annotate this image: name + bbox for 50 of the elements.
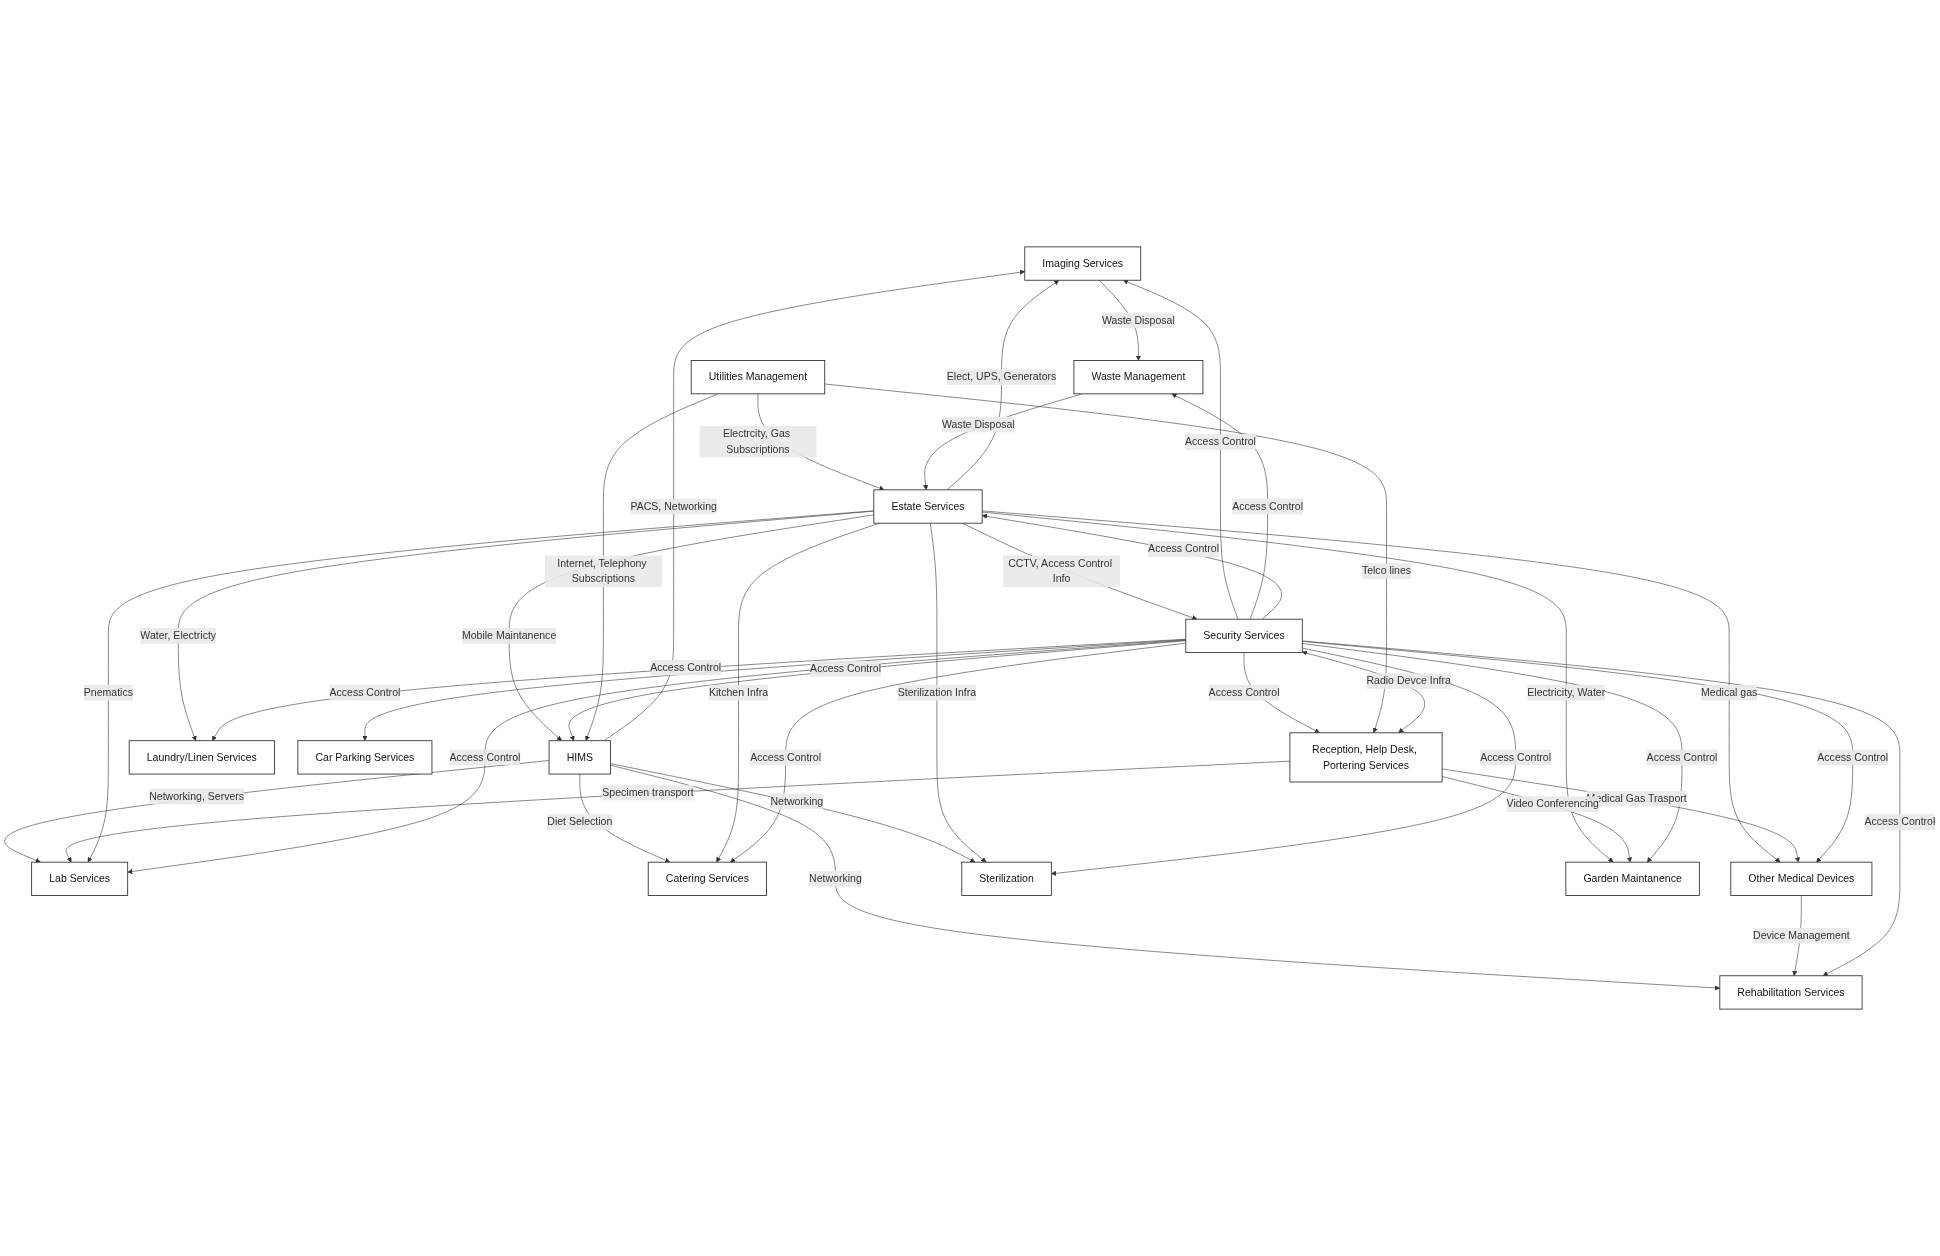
edge-label: Access Control [1646, 751, 1718, 763]
edge-label: Elect, UPS, Generators [946, 370, 1057, 383]
edge-label: Sterilization Infra [897, 686, 977, 699]
node-box: Car Parking Services [297, 740, 433, 775]
edge-label: Access Control [1148, 543, 1219, 555]
node-box: Utilities Management [690, 360, 826, 395]
node-box: Reception, Help Desk, Portering Services [1289, 732, 1443, 783]
edge-label: Waste Disposal [941, 418, 1015, 431]
edge-label: Radio Devce Infra [1366, 674, 1451, 687]
edge-label: Pnematics [83, 686, 133, 699]
edge-label: CCTV, Access Control Info [1008, 557, 1112, 585]
node-box: Estate Services [873, 489, 983, 524]
node-box: Security Services [1185, 618, 1303, 654]
node-box: Laundry/Linen Services [128, 740, 275, 775]
edge-label: Access Control [810, 662, 881, 675]
edge-label: Networking, Servers [149, 790, 245, 803]
edge-label: Waste Disposal [1101, 314, 1175, 326]
edge-label: Access Control [1208, 686, 1280, 699]
edge-label: PACS, Networking [630, 500, 717, 513]
edge-label: Internet, Telephony Subscriptions [557, 557, 647, 585]
edge-label: Access Control [329, 686, 401, 699]
node-box: HIMS [548, 740, 611, 775]
edge-label: Device Management [1753, 929, 1850, 942]
edge-label: Access Control [1185, 435, 1256, 448]
node-box: Other Medical Devices [1730, 861, 1873, 896]
node-box: Sterilization [961, 861, 1052, 896]
node-box: Imaging Services [1024, 246, 1142, 281]
node-box: Catering Services [647, 861, 767, 896]
node-box: Waste Management [1073, 360, 1204, 395]
node-box: Lab Services [31, 861, 129, 896]
edge-label: Water, Electricty [140, 629, 217, 642]
edge-label: Access Control [750, 751, 822, 763]
node-box: Rehabilitation Services [1719, 975, 1863, 1010]
edge-label: Telco lines [1361, 565, 1412, 577]
edge-label: Access Control [1864, 815, 1936, 828]
edge-label: Access Control [1817, 751, 1889, 763]
edge-label: Electricity, Water [1527, 686, 1606, 699]
edge-label: Medical gas [1701, 686, 1758, 699]
edge-label: Access Control [1232, 500, 1304, 513]
edge-label: Kitchen Infra [708, 686, 769, 699]
edge-label: Specimen transport [602, 786, 694, 799]
edge-label: Networking [770, 795, 824, 807]
edge-label: Networking [809, 872, 862, 885]
node-box: Garden Maintanence [1565, 861, 1700, 896]
edge-label: Access Control [650, 661, 722, 674]
edge-label: Mobile Maintanence [461, 629, 557, 642]
edge-label: Access Control [1480, 751, 1552, 763]
edge-label: Diet Selection [547, 815, 613, 828]
edge-label: Access Control [449, 751, 521, 763]
edge-label: Electrcity, Gas Subscriptions [722, 427, 791, 456]
